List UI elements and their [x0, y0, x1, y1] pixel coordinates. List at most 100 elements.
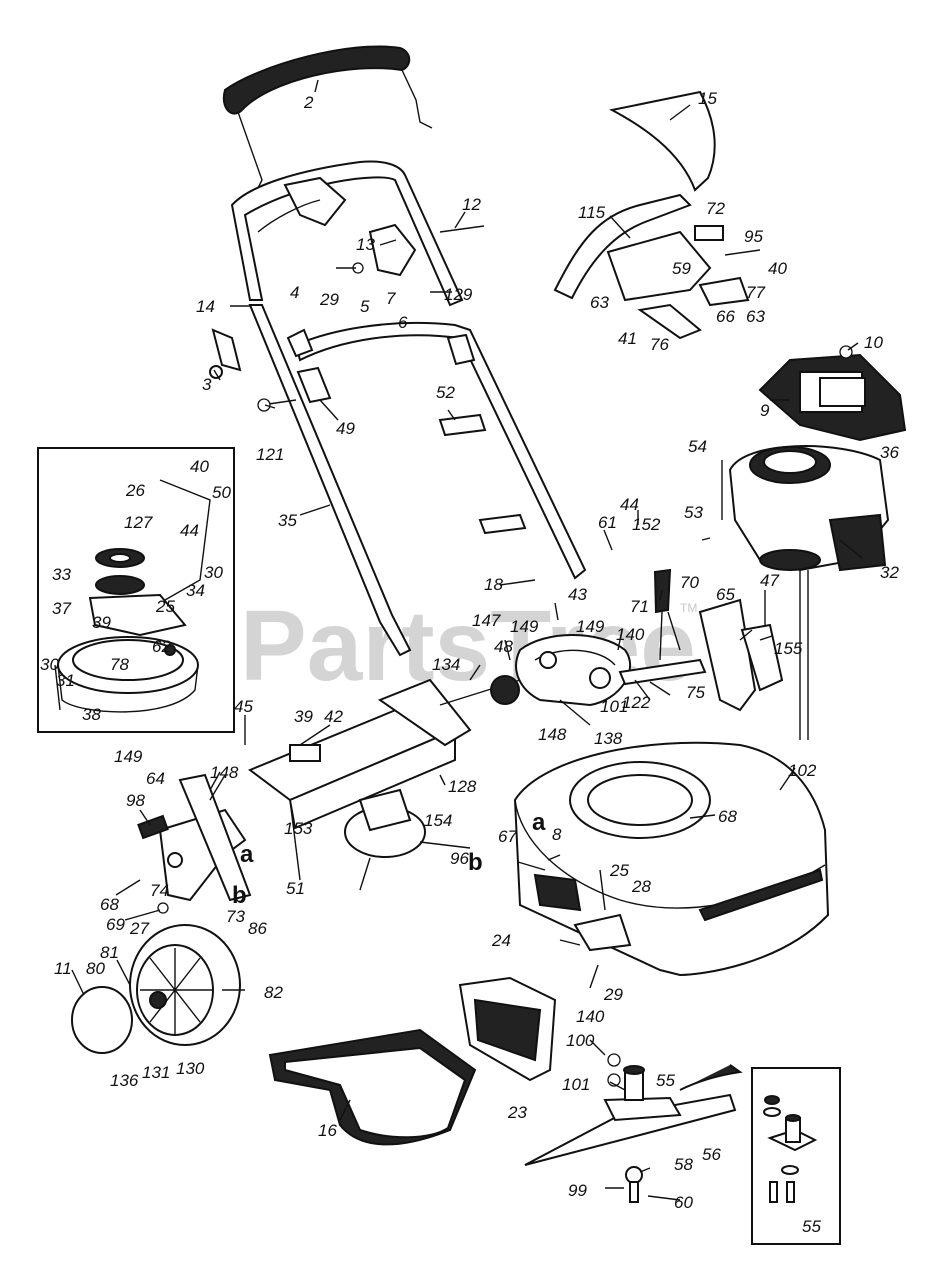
- label-149-left: 149: [114, 747, 143, 766]
- label-101: 101: [562, 1075, 590, 1094]
- marker-b-deck: b: [468, 849, 483, 876]
- label-26: 26: [125, 481, 145, 500]
- label-34: 34: [186, 581, 205, 600]
- label-148-left: 148: [210, 763, 239, 782]
- label-80: 80: [86, 959, 105, 978]
- label-78-inset: 78: [110, 655, 129, 674]
- mulch-plug-and-bag: [268, 976, 557, 1146]
- label-72: 72: [706, 199, 725, 218]
- label-63-right: 63: [746, 307, 765, 326]
- label-55-inset: 55: [802, 1217, 821, 1236]
- label-36: 36: [880, 443, 899, 462]
- main-frame: [247, 678, 521, 830]
- label-154: 154: [424, 811, 452, 830]
- label-16: 16: [318, 1121, 337, 1140]
- label-7: 7: [386, 289, 396, 308]
- label-10: 10: [864, 333, 883, 352]
- label-25: 25: [609, 861, 629, 880]
- label-8: 8: [552, 825, 562, 844]
- label-59: 59: [672, 259, 691, 278]
- label-69: 69: [106, 915, 125, 934]
- label-5: 5: [360, 297, 370, 316]
- catcher-frame-assembly: [553, 90, 761, 340]
- label-24: 24: [491, 931, 511, 950]
- drive-belt-housing: [490, 634, 631, 707]
- rear-wheel: [71, 924, 241, 1054]
- label-30-inset-top: 30: [204, 563, 223, 582]
- label-29: 29: [603, 985, 623, 1004]
- label-66: 66: [716, 307, 735, 326]
- label-68-deck: 68: [718, 807, 737, 826]
- label-61: 61: [598, 513, 617, 532]
- inset-blade-adapter: [763, 1095, 818, 1203]
- label-56: 56: [702, 1145, 721, 1164]
- label-74: 74: [150, 881, 169, 900]
- label-77: 77: [746, 283, 765, 302]
- label-2: 2: [303, 93, 314, 112]
- marker-a-left: a: [240, 841, 254, 868]
- label-102: 102: [788, 761, 817, 780]
- label-148-mid: 148: [538, 725, 567, 744]
- label-101-top: 101: [600, 697, 628, 716]
- label-62: 62: [152, 637, 171, 656]
- label-31: 31: [56, 671, 75, 690]
- label-32: 32: [880, 563, 899, 582]
- engine: [728, 445, 890, 740]
- label-40-top: 40: [768, 259, 787, 278]
- label-42: 42: [324, 707, 343, 726]
- label-153: 153: [284, 819, 313, 838]
- label-131: 131: [142, 1063, 170, 1082]
- label-73: 73: [226, 907, 245, 926]
- drive-control-lever: [618, 568, 707, 686]
- label-67: 67: [498, 827, 517, 846]
- label-149-mid: 149: [510, 617, 539, 636]
- label-100: 100: [566, 1031, 595, 1050]
- label-65: 65: [716, 585, 735, 604]
- label-33: 33: [52, 565, 71, 584]
- label-115: 115: [578, 203, 606, 222]
- label-99: 99: [568, 1181, 587, 1200]
- label-70: 70: [680, 573, 699, 592]
- label-64: 64: [146, 769, 165, 788]
- drive-bracket: [698, 598, 784, 712]
- upper-handle: [230, 160, 464, 307]
- blade-control: [344, 788, 471, 891]
- label-39: 39: [294, 707, 313, 726]
- label-53: 53: [684, 503, 703, 522]
- label-9: 9: [760, 401, 770, 420]
- label-12: 12: [462, 195, 481, 214]
- engine-shroud: [758, 345, 907, 442]
- label-63-left: 63: [590, 293, 609, 312]
- label-39-inset: 39: [92, 613, 111, 632]
- label-75: 75: [686, 683, 705, 702]
- label-41: 41: [618, 329, 637, 348]
- label-76: 76: [650, 335, 669, 354]
- label-86: 86: [248, 919, 267, 938]
- part-labels: 2 15 12 115 72 95 40 13 59 77 63 63 66 4…: [40, 89, 899, 1236]
- marker-b-left: b: [232, 882, 247, 909]
- label-37: 37: [52, 599, 71, 618]
- label-14: 14: [196, 297, 215, 316]
- inset-box-blade-adapter: [751, 1067, 841, 1245]
- label-95: 95: [744, 227, 763, 246]
- label-13: 13: [356, 235, 375, 254]
- label-60: 60: [674, 1193, 693, 1212]
- upper-handle-bail: [222, 45, 433, 189]
- label-127: 127: [124, 513, 153, 532]
- label-35: 35: [278, 511, 297, 530]
- label-51: 51: [286, 879, 305, 898]
- label-27: 27: [129, 919, 149, 938]
- label-136: 136: [110, 1071, 139, 1090]
- label-50: 50: [212, 483, 231, 502]
- label-38: 38: [82, 705, 101, 724]
- label-18: 18: [484, 575, 503, 594]
- label-129: 129: [444, 285, 473, 304]
- label-55: 55: [656, 1071, 675, 1090]
- label-122: 122: [622, 693, 651, 712]
- label-140: 140: [576, 1007, 605, 1026]
- label-43: 43: [568, 585, 587, 604]
- label-149-top: 149: [576, 617, 605, 636]
- label-98: 98: [126, 791, 145, 810]
- label-49: 49: [336, 419, 355, 438]
- label-81: 81: [100, 943, 119, 962]
